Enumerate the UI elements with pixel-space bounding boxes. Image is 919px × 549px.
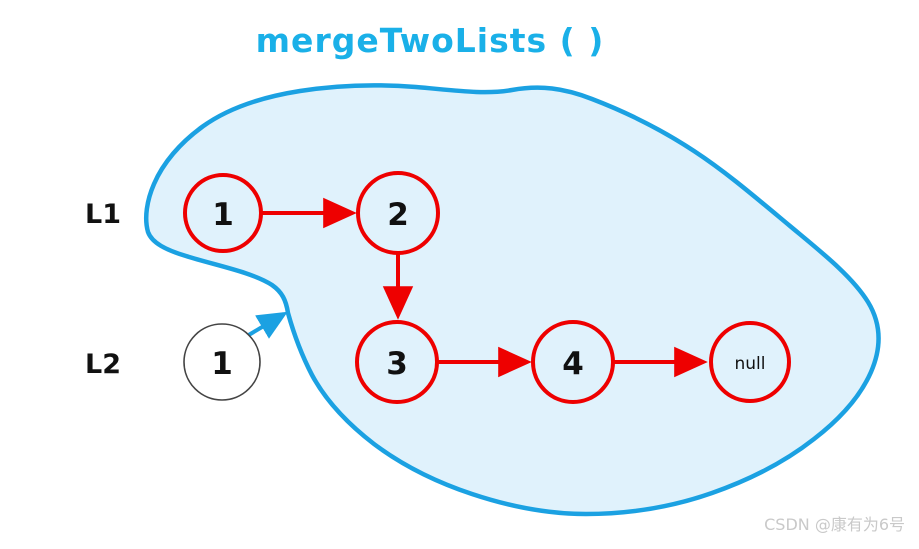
page-title: mergeTwoLists ( ) [256, 21, 605, 60]
l2-into-region-arrow [245, 311, 288, 339]
node-label: 1 [211, 346, 233, 382]
node-circle [355, 320, 439, 404]
node-label: 2 [387, 197, 409, 233]
node-merged-fourth[interactable]: 4 [531, 320, 615, 404]
node-terminator-null[interactable]: null [709, 321, 791, 403]
node-l1-head[interactable]: 1 [183, 173, 263, 253]
blob-outline [144, 83, 881, 517]
node-merged-third[interactable]: 3 [355, 320, 439, 404]
node-circle [709, 321, 791, 403]
watermark: CSDN @康有为6号 [764, 515, 905, 534]
node-l2-head[interactable]: 1 [183, 323, 261, 401]
list-label-l1: L1 [85, 199, 121, 230]
list-label-l2: L2 [85, 349, 121, 380]
node-circle [356, 171, 440, 255]
node-circle [531, 320, 615, 404]
node-label: 3 [386, 346, 408, 382]
node-label: 4 [562, 346, 584, 382]
node-circle [183, 173, 263, 253]
node-l1-second[interactable]: 2 [356, 171, 440, 255]
node-label: 1 [212, 197, 234, 233]
merged-region-blob [144, 83, 881, 517]
node-circle [183, 323, 261, 401]
node-label: null [735, 354, 766, 374]
